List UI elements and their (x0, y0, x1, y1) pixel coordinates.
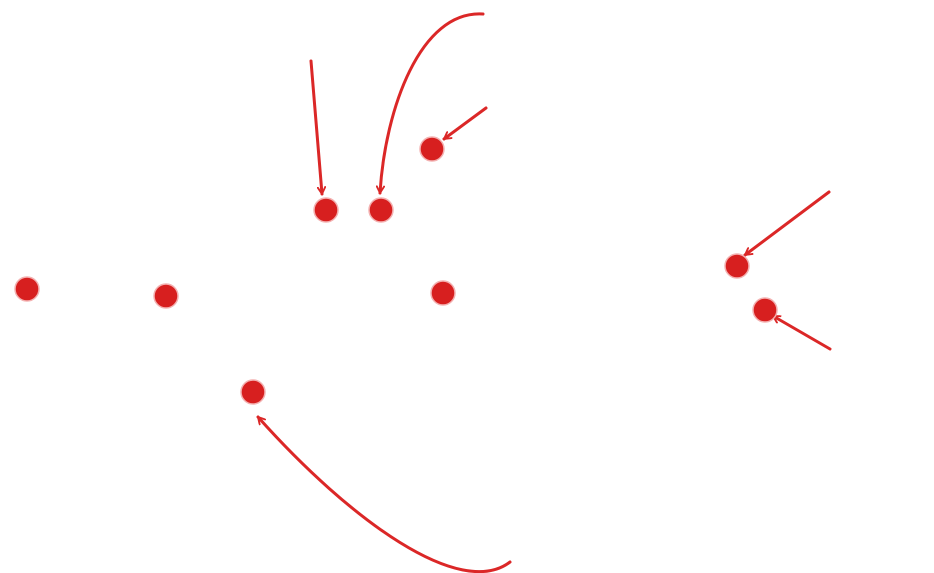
marker-dot[interactable] (419, 136, 445, 162)
marker-dot[interactable] (240, 379, 266, 405)
arrow-to-right-marker-upper (743, 190, 831, 257)
arrow-curved-to-marker-right (380, 12, 485, 195)
arrow-curved-to-lower-marker (256, 415, 512, 573)
marker-dot[interactable] (430, 280, 456, 306)
markers-layer (14, 136, 778, 405)
arrow-to-right-marker-lower (771, 314, 832, 351)
arrow-to-upper-marker (442, 106, 488, 141)
marker-dot[interactable] (724, 253, 750, 279)
arrows-layer (256, 12, 832, 573)
arrow-down-to-marker-left (309, 59, 322, 196)
marker-dot[interactable] (153, 283, 179, 309)
marker-dot[interactable] (752, 297, 778, 323)
marker-dot[interactable] (313, 197, 339, 223)
marker-dot[interactable] (14, 276, 40, 302)
marker-dot[interactable] (368, 197, 394, 223)
